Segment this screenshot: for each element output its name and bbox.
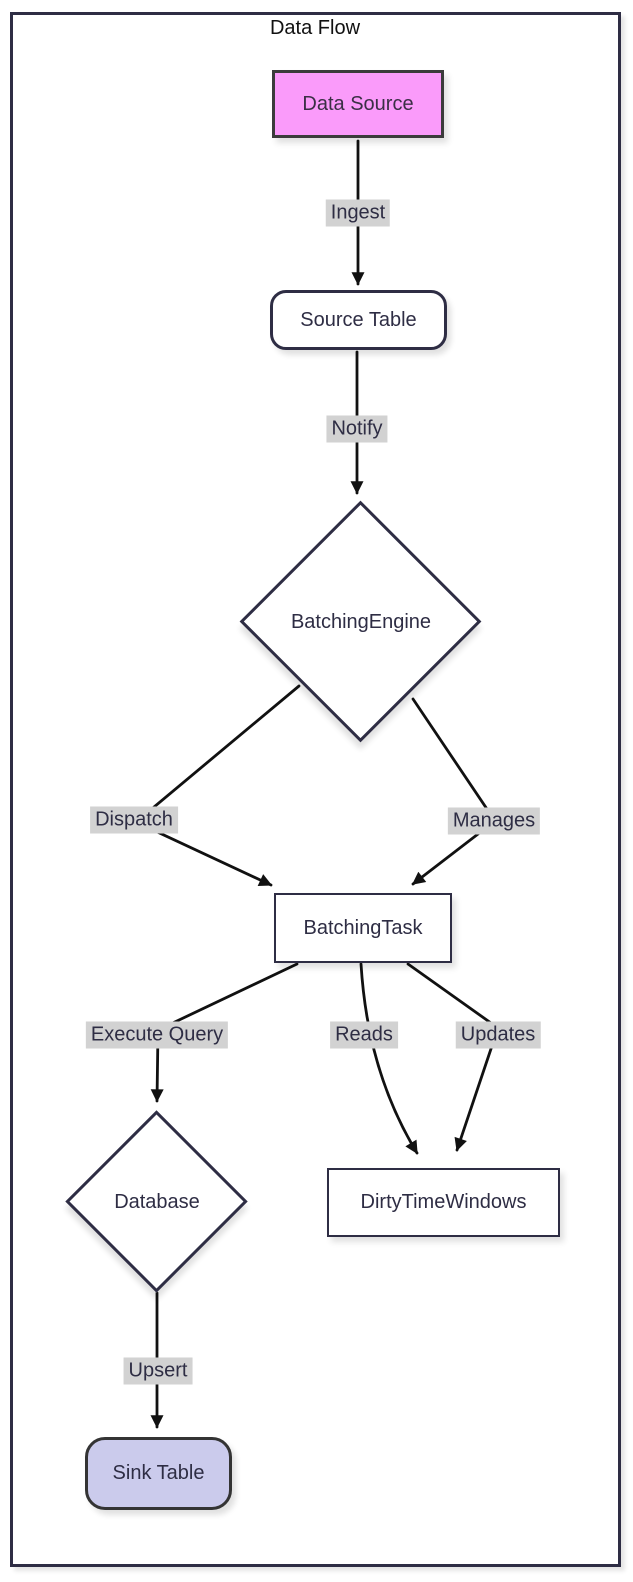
node-sink-table-label: Sink Table: [112, 1462, 205, 1484]
edge-label-manages: Manages: [447, 807, 541, 835]
edge-label-execute-query: Execute Query: [85, 1021, 229, 1049]
node-data-source: Data Source: [272, 70, 444, 138]
node-source-table: Source Table: [270, 290, 447, 350]
node-batching-engine-label: BatchingEngine: [290, 610, 432, 633]
edge-reads: [359, 962, 419, 1155]
edge-label-ingest: Ingest: [325, 199, 391, 227]
node-sink-table: Sink Table: [85, 1437, 232, 1510]
diagram-title: Data Flow: [269, 17, 361, 39]
edge-label-upsert: Upsert: [123, 1357, 193, 1385]
edge-label-dispatch: Dispatch: [90, 806, 178, 834]
diagram-border-frame: [10, 12, 621, 1567]
node-source-table-label: Source Table: [300, 308, 417, 331]
node-batching-engine: BatchingEngine: [239, 500, 482, 743]
node-dirty-time-windows: DirtyTimeWindows: [327, 1168, 560, 1237]
node-batching-task-label: BatchingTask: [303, 916, 423, 939]
edge-label-reads: Reads: [330, 1021, 398, 1049]
node-database: Database: [65, 1110, 248, 1293]
node-data-source-label: Data Source: [302, 92, 414, 115]
edge-label-updates: Updates: [455, 1021, 541, 1049]
node-dirty-time-windows-label: DirtyTimeWindows: [360, 1191, 527, 1213]
edge-label-notify: Notify: [326, 415, 388, 443]
node-batching-task: BatchingTask: [274, 893, 452, 963]
edge-updates: [406, 962, 500, 1152]
node-database-label: Database: [114, 1190, 200, 1213]
